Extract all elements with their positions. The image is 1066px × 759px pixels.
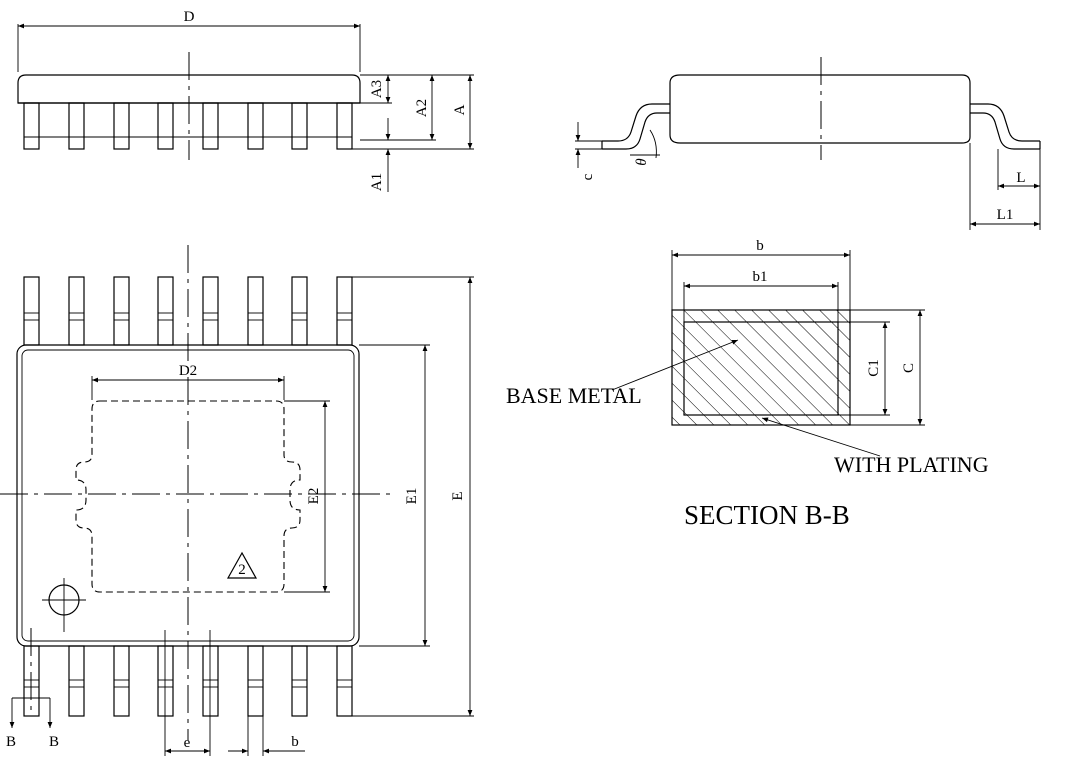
side-leads [23,102,353,150]
note-number: 2 [238,562,246,578]
section-view: b b1 C1 C BASE METAL WITH PLATING SECTIO… [506,238,989,530]
dim-A: A [452,104,468,115]
top-view: 2 D2 E2 E1 E e b B [0,245,474,756]
dim-A3: A3 [369,80,385,98]
dim-C: C [901,363,917,373]
side-view: D A3 A2 A A1 [17,9,474,192]
plating-outline [671,309,851,426]
dim-D2: D2 [179,363,197,379]
dim-D: D [184,9,195,25]
profile-body [669,74,971,144]
profile-view: c θ L L1 [575,57,1041,230]
dim-b: b [756,238,764,254]
dim-b1: b1 [753,269,768,285]
note-triangle-icon [226,551,258,579]
exposed-pad-outline [75,400,301,593]
side-body [17,74,361,104]
section-mark-left: B [6,734,16,750]
dim-L1: L1 [997,207,1014,223]
dim-A1: A1 [369,173,385,191]
section-mark-right: B [49,734,59,750]
dim-E1: E1 [404,488,420,505]
dim-theta: θ [634,158,650,166]
dim-E: E [450,491,466,500]
dim-e: e [184,735,191,751]
section-title: SECTION B-B [684,500,850,530]
dim-C1: C1 [866,359,882,377]
dim-L: L [1016,170,1025,186]
dim-c: c [580,173,596,180]
dim-E2: E2 [306,488,322,505]
dim-A2: A2 [414,99,430,117]
dim-b-bottom: b [291,734,299,750]
label-base-metal: BASE METAL [506,383,642,408]
label-with-plating: WITH PLATING [834,452,989,477]
base-metal-outline [683,321,839,416]
